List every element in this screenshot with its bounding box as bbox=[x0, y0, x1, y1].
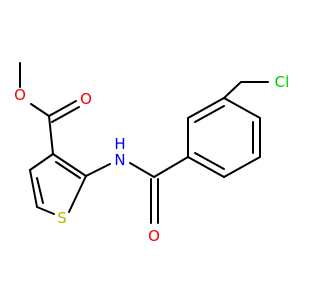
bond-ring-6b bbox=[194, 152, 225, 170]
bond-carbonyl-c3 bbox=[48, 115, 54, 155]
ester-oxygen-double-label: O bbox=[80, 90, 92, 108]
molecule-structure: O O N H S O Cl bbox=[0, 0, 300, 300]
amide-nitrogen-label: N bbox=[114, 151, 125, 169]
bond-c2-c3-a bbox=[52, 153, 87, 177]
bond-ring-2b bbox=[194, 105, 225, 123]
bond-c2-n bbox=[85, 163, 111, 177]
bond-ring-ch2 bbox=[223, 81, 242, 99]
bond-ester-co-a bbox=[48, 100, 77, 117]
molecule-canvas: O O N H S O Cl bbox=[0, 0, 300, 300]
background bbox=[0, 0, 300, 300]
bond-ring-3 bbox=[223, 97, 261, 119]
bond-ester-co-b bbox=[51, 106, 80, 123]
ester-oxygen-single-label: O bbox=[14, 86, 26, 104]
bond-ring-6a bbox=[187, 156, 225, 178]
bond-amide-c-ring bbox=[153, 156, 189, 178]
thiophene-sulfur-label: S bbox=[57, 209, 67, 227]
bond-c4-c5-b bbox=[36, 177, 44, 204]
bond-s-c2 bbox=[68, 175, 87, 213]
amide-hydrogen-label: H bbox=[114, 135, 125, 153]
bond-ring-2a bbox=[187, 97, 225, 119]
chlorine-label: Cl bbox=[275, 73, 290, 91]
amide-oxygen-label: O bbox=[148, 227, 160, 245]
bond-c5-s bbox=[36, 206, 55, 215]
bond-c2-c3-b bbox=[55, 161, 81, 179]
bond-ring-5 bbox=[223, 156, 261, 178]
bond-n-amide-c bbox=[129, 162, 155, 178]
bond-o-carbonyl bbox=[30, 103, 50, 117]
bond-c3-c4 bbox=[29, 153, 54, 171]
bond-layer bbox=[19, 62, 269, 224]
bond-c4-c5-a bbox=[29, 169, 38, 208]
